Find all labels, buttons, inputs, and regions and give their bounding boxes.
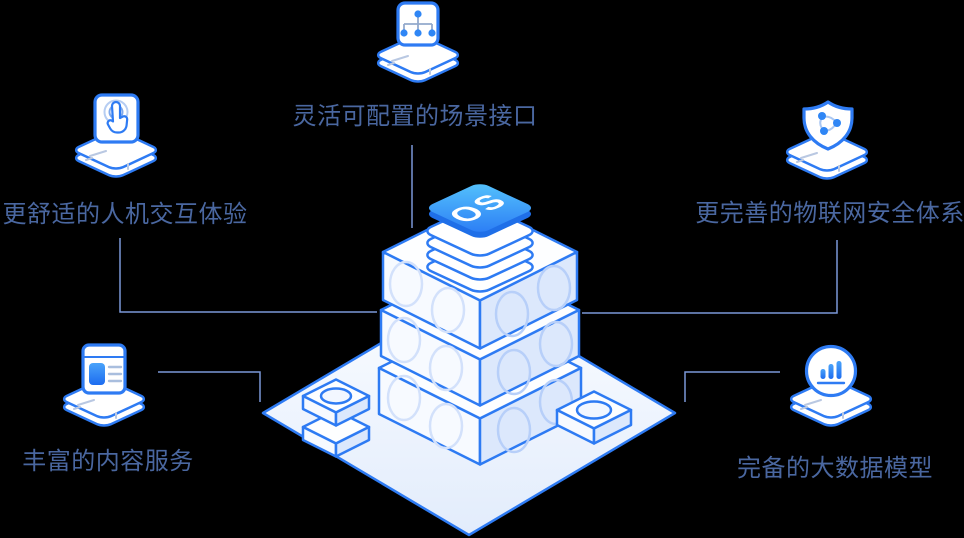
- bar-chart-icon: [804, 344, 858, 398]
- feature-right-top-group: [783, 100, 871, 181]
- os-tile: OS: [428, 184, 532, 238]
- feature-left-top-group: [72, 93, 160, 178]
- feature-label-bottom-left: 丰富的内容服务: [22, 448, 194, 475]
- connector-right-top: [582, 240, 838, 314]
- feature-label-right-top: 更完善的物联网安全体系: [695, 200, 964, 227]
- connector-left-top: [119, 238, 377, 313]
- connector-bottom-left: [158, 371, 261, 402]
- small-box-stack-left: [301, 378, 371, 458]
- feature-bottom-left-group: [60, 343, 148, 427]
- content-browser-icon: [81, 343, 127, 395]
- hierarchy-icon: [396, 1, 440, 47]
- feature-label-left-top: 更舒适的人机交互体验: [2, 201, 248, 228]
- feature-bottom-right-group: [787, 344, 875, 428]
- feature-top-group: [374, 1, 462, 84]
- small-box-right: [555, 390, 633, 445]
- stack-tower: OS: [377, 184, 583, 466]
- icon-platform: [374, 35, 462, 84]
- connector-lines: [119, 145, 838, 402]
- feature-label-top: 灵活可配置的场景接口: [292, 103, 538, 130]
- icon-platform: [787, 379, 875, 428]
- feature-label-bottom-right: 完备的大数据模型: [737, 455, 933, 482]
- icon-platform: [783, 132, 871, 181]
- shield-network-icon: [802, 100, 854, 151]
- touch-icon: [93, 93, 140, 144]
- connector-bottom-right: [684, 371, 780, 402]
